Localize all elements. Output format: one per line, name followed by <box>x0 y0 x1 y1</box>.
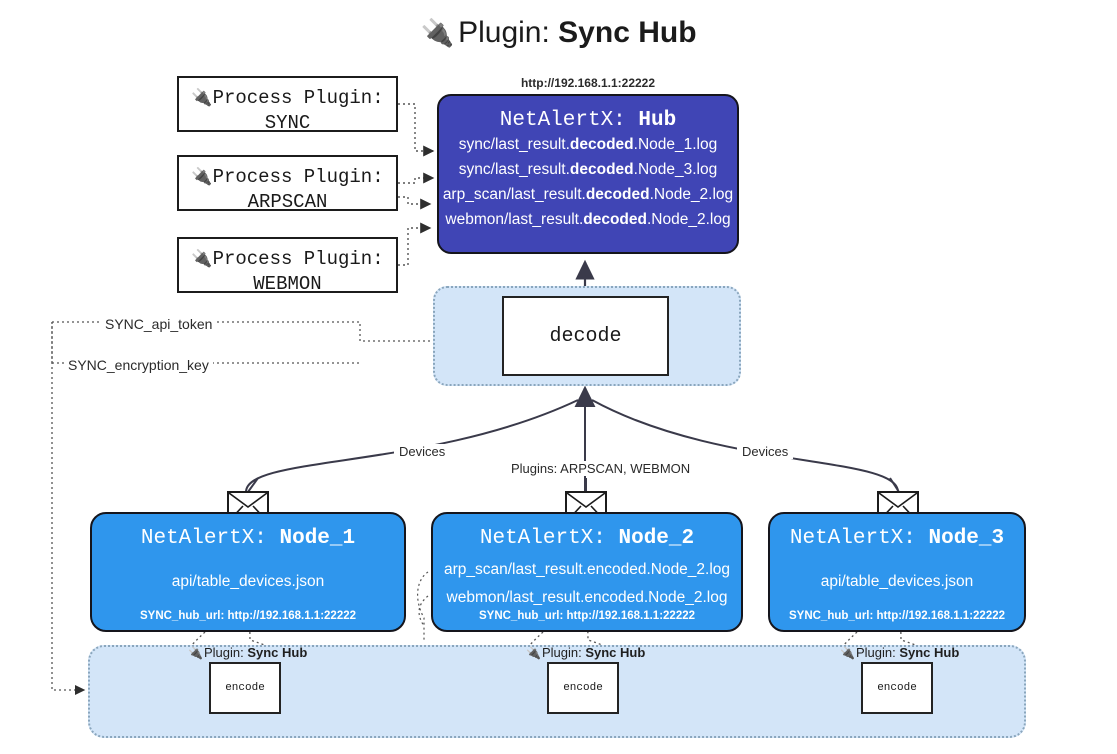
process-plugin-arpscan[interactable]: 🔌Process Plugin: ARPSCAN <box>177 155 398 213</box>
node-line: api/table_devices.json <box>820 573 974 590</box>
node-hub-url: SYNC_hub_url: http://192.168.1.1:22222 <box>139 610 357 622</box>
title-prefix: Plugin: <box>458 16 550 49</box>
process-plugin-label: Process Plugin: <box>212 87 384 109</box>
plug-icon: 🔌 <box>840 646 855 660</box>
hub-log-row: arp_scan/last_result.decoded.Node_2.log <box>442 186 734 203</box>
node-3[interactable]: NetAlertX: Node_3 api/table_devices.json… <box>768 512 1026 632</box>
encoder-plugin-label: 🔌Plugin: Sync Hub <box>526 645 646 660</box>
plug-icon: 🔌 <box>191 88 213 107</box>
plug-icon: 🔌 <box>191 249 213 268</box>
hub-url-label: http://192.168.1.1:22222 <box>520 76 656 90</box>
node-1[interactable]: NetAlertX: Node_1 api/table_devices.json… <box>90 512 406 632</box>
process-plugin-label: Process Plugin: <box>212 166 384 188</box>
plug-icon: 🔌 <box>526 646 541 660</box>
hub-title-name: Hub <box>638 109 677 132</box>
encoder-plugin-label: 🔌Plugin: Sync Hub <box>840 645 960 660</box>
node-2[interactable]: NetAlertX: Node_2 arp_scan/last_result.e… <box>431 512 743 632</box>
node-line: arp_scan/last_result.encoded.Node_2.log <box>443 561 731 578</box>
encode-box[interactable]: encode <box>547 662 619 714</box>
process-plugin-sync[interactable]: 🔌Process Plugin: SYNC <box>177 76 398 134</box>
encode-box[interactable]: encode <box>209 662 281 714</box>
plug-icon: 🔌 <box>191 167 213 186</box>
process-plugin-name: SYNC <box>264 112 311 134</box>
edge-label-plugins: Plugins: ARPSCAN, WEBMON <box>506 461 696 476</box>
hub-title-prefix: NetAlertX: <box>499 109 626 132</box>
edge-label-devices-right: Devices <box>737 444 794 459</box>
node-title: NetAlertX: Node_2 <box>479 527 695 550</box>
node-title: NetAlertX: Node_1 <box>140 527 356 550</box>
node-line: api/table_devices.json <box>171 573 325 590</box>
decode-box[interactable]: decode <box>502 296 669 376</box>
plug-icon: 🔌 <box>420 18 455 48</box>
process-plugin-label: Process Plugin: <box>212 248 384 270</box>
node-hub-url: SYNC_hub_url: http://192.168.1.1:22222 <box>788 610 1006 622</box>
page-title: 🔌Plugin: Sync Hub <box>0 16 1117 50</box>
hub-log-row: sync/last_result.decoded.Node_1.log <box>458 136 718 153</box>
plug-icon: 🔌 <box>188 646 203 660</box>
hub-log-row: webmon/last_result.decoded.Node_2.log <box>445 211 731 228</box>
process-plugin-name: ARPSCAN <box>247 191 328 213</box>
sync-api-token-label: SYNC_api_token <box>101 316 217 332</box>
title-name: Sync Hub <box>558 16 697 49</box>
node-title: NetAlertX: Node_3 <box>789 527 1005 550</box>
edge-label-devices-left: Devices <box>394 444 451 459</box>
sync-encryption-key-label: SYNC_encryption_key <box>64 357 213 373</box>
node-line: webmon/last_result.encoded.Node_2.log <box>446 589 728 606</box>
encoder-plugin-label: 🔌Plugin: Sync Hub <box>188 645 308 660</box>
hub-log-row: sync/last_result.decoded.Node_3.log <box>458 161 718 178</box>
hub-node[interactable]: NetAlertX: Hub sync/last_result.decoded.… <box>437 94 739 254</box>
process-plugin-name: WEBMON <box>253 273 322 295</box>
encode-box[interactable]: encode <box>861 662 933 714</box>
hub-title: NetAlertX: Hub <box>439 109 737 132</box>
process-plugin-webmon[interactable]: 🔌Process Plugin: WEBMON <box>177 237 398 295</box>
node-hub-url: SYNC_hub_url: http://192.168.1.1:22222 <box>478 610 696 622</box>
